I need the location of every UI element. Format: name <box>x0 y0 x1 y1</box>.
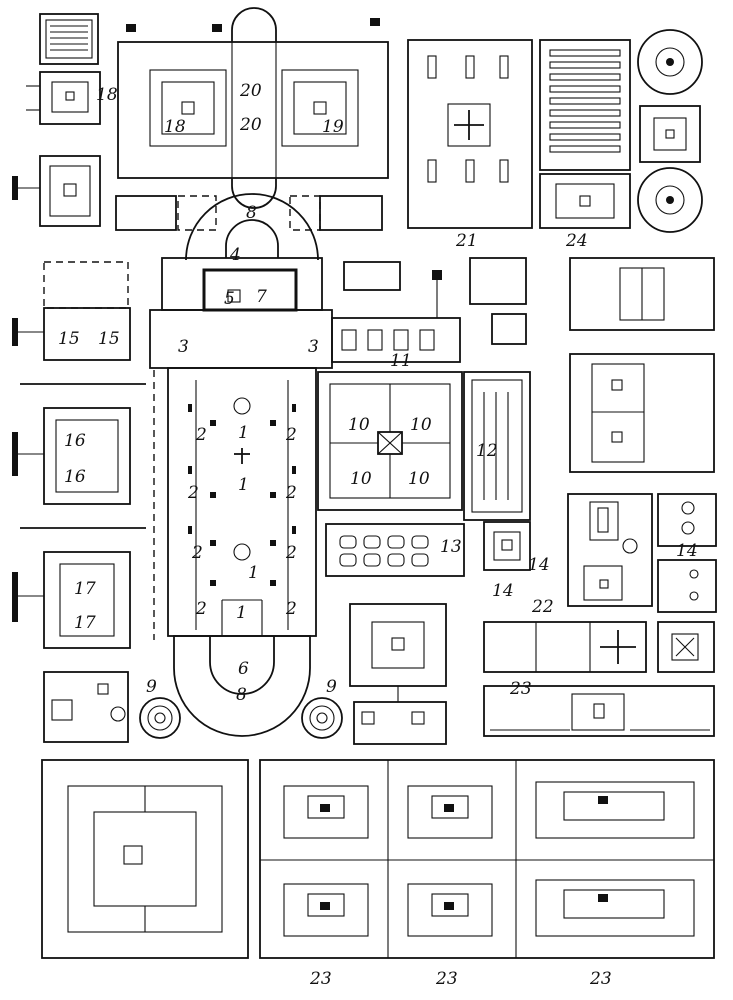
label-4: 4 <box>229 245 241 265</box>
label-23: 23 <box>509 679 532 699</box>
label-23: 23 <box>589 969 612 989</box>
label-18: 18 <box>164 117 186 137</box>
label-2: 2 <box>195 425 207 445</box>
label-18: 18 <box>96 85 118 105</box>
label-2: 2 <box>195 599 207 619</box>
label-22: 22 <box>531 597 554 617</box>
label-6: 6 <box>238 659 249 679</box>
dormitory-11 <box>331 257 527 363</box>
small-buildings-row <box>115 195 383 231</box>
label-13: 13 <box>440 537 462 557</box>
label-10: 10 <box>410 415 432 435</box>
label-10: 10 <box>348 415 370 435</box>
label-2: 2 <box>187 483 199 503</box>
label-16: 16 <box>64 467 86 487</box>
garden-21 <box>407 39 533 229</box>
south-section <box>41 759 715 959</box>
label-9: 9 <box>326 677 337 697</box>
round-buildings-right <box>637 29 703 233</box>
label-3: 3 <box>308 337 319 357</box>
label-23: 23 <box>309 969 332 989</box>
label-9: 9 <box>146 677 157 697</box>
label-12: 12 <box>476 441 498 461</box>
label-24: 24 <box>565 231 588 251</box>
label-23: 23 <box>435 969 458 989</box>
label-10: 10 <box>350 469 372 489</box>
label-1: 1 <box>238 475 249 495</box>
centre-south-buildings <box>349 603 447 745</box>
label-1: 1 <box>236 603 247 623</box>
building-23-top <box>483 685 715 737</box>
label-2: 2 <box>285 483 297 503</box>
label-10: 10 <box>408 469 430 489</box>
label-8: 8 <box>236 685 247 705</box>
label-14: 14 <box>676 541 698 561</box>
cloister-10 <box>317 371 463 511</box>
label-11: 11 <box>390 351 412 371</box>
refectory-13 <box>325 523 465 577</box>
label-8: 8 <box>246 203 257 223</box>
label-1: 1 <box>238 423 249 443</box>
label-15: 15 <box>98 329 120 349</box>
label-21: 21 <box>455 231 478 251</box>
label-16: 16 <box>64 431 86 451</box>
label-14: 14 <box>528 555 550 575</box>
building-24 <box>539 39 631 229</box>
label-20: 20 <box>239 115 262 135</box>
label-14: 14 <box>492 581 514 601</box>
top-left-buildings <box>12 13 101 227</box>
label-17: 17 <box>74 613 96 633</box>
building-22 <box>483 621 715 673</box>
label-2: 2 <box>285 543 297 563</box>
building-14-left <box>483 521 531 571</box>
towers-9 <box>139 697 343 739</box>
label-2: 2 <box>285 425 297 445</box>
label-15: 15 <box>58 329 80 349</box>
right-buildings <box>569 257 715 473</box>
church <box>149 193 333 737</box>
building-14-right <box>567 493 717 613</box>
left-wing <box>12 261 146 743</box>
label-1: 1 <box>248 563 259 583</box>
label-20: 20 <box>239 81 262 101</box>
label-19: 19 <box>322 117 344 137</box>
label-2: 2 <box>285 599 297 619</box>
plan-labels: 1 1 1 1 2 2 2 2 2 2 2 2 3 3 4 5 6 7 8 8 … <box>58 81 698 989</box>
building-12 <box>463 371 531 521</box>
label-2: 2 <box>191 543 203 563</box>
label-5: 5 <box>224 289 235 309</box>
north-cloister-complex <box>117 7 389 209</box>
label-3: 3 <box>178 337 189 357</box>
label-17: 17 <box>74 579 96 599</box>
label-7: 7 <box>256 287 267 307</box>
